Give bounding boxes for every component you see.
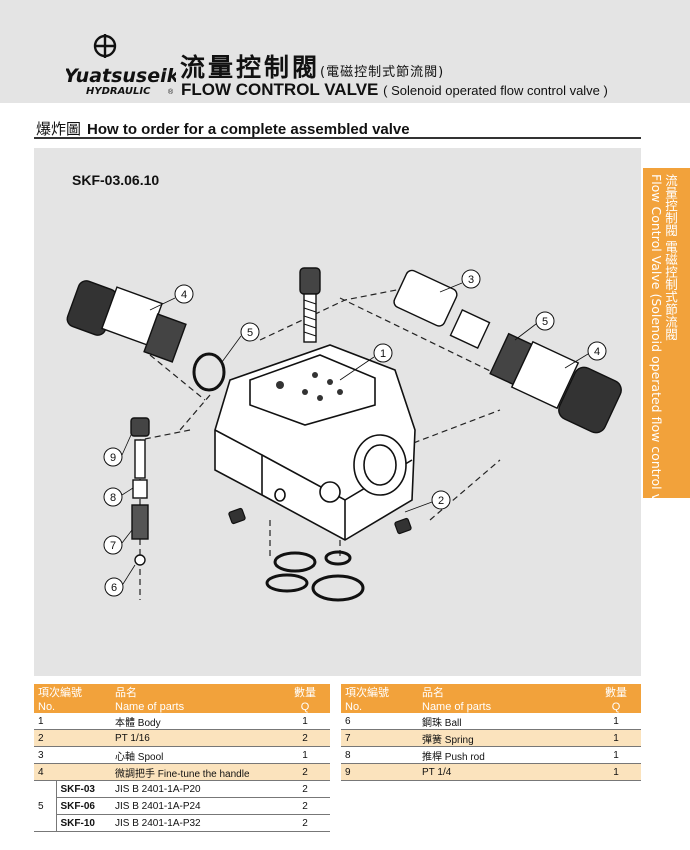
- callout-2: [431, 490, 451, 510]
- svg-text:1: 1: [380, 348, 386, 360]
- th-q-zh: 數量: [591, 684, 641, 700]
- side-tab: [643, 168, 690, 498]
- callout-5a: [240, 322, 260, 342]
- svg-text:5: 5: [542, 316, 548, 328]
- svg-text:2: 2: [438, 495, 444, 507]
- th-no-en: No.: [341, 700, 418, 713]
- th-name-en: Name of parts: [418, 700, 591, 713]
- page-subtitle-zh: (電磁控制式節流閥): [320, 65, 445, 80]
- svg-text:7: 7: [110, 540, 116, 552]
- exploded-diagram: 1 2 3 4 4 5 5 6 7 8 9: [66, 267, 622, 602]
- svg-text:6: 6: [111, 582, 117, 594]
- brand-reg: ®: [168, 88, 174, 96]
- group-no: 5: [34, 780, 56, 832]
- callout-9: [103, 447, 123, 467]
- th-name-en: Name of parts: [111, 700, 280, 713]
- th-no-zh: 項次編號: [34, 684, 111, 700]
- svg-text:3: 3: [468, 274, 474, 286]
- page-subtitle-en: ( Solenoid operated flow control valve ): [383, 83, 608, 98]
- section-divider: [34, 137, 641, 139]
- callout-5b: [535, 311, 555, 331]
- svg-text:5: 5: [247, 327, 253, 339]
- svg-text:4: 4: [594, 346, 600, 358]
- svg-text:8: 8: [110, 492, 116, 504]
- th-q-en: Q: [591, 700, 641, 713]
- callout-8: [103, 487, 123, 507]
- callout-4b: [587, 341, 607, 361]
- brand-sub: HYDRAULIC: [86, 86, 151, 97]
- th-q-zh: 數量: [280, 684, 330, 700]
- th-name-zh: 品名: [418, 684, 591, 700]
- th-no-en: No.: [34, 700, 111, 713]
- th-name-zh: 品名: [111, 684, 280, 700]
- page-title-zh: 流量控制閥(電磁控制式節流閥): [180, 53, 445, 82]
- callout-4a: [174, 284, 194, 304]
- page-title-en: FLOW CONTROL VALVE ( Solenoid operated f…: [181, 80, 608, 99]
- yuatsuseiki-logo: Yuatsuseiki HYDRAULIC ®: [66, 34, 176, 97]
- brand-name: Yuatsuseiki: [66, 65, 176, 87]
- header-band: [0, 0, 690, 103]
- th-no-zh: 項次編號: [341, 684, 418, 700]
- callout-7: [103, 535, 123, 555]
- th-q-en: Q: [280, 700, 330, 713]
- svg-text:9: 9: [110, 452, 116, 464]
- callout-1: [373, 343, 393, 363]
- model-code: SKF-03.06.10: [72, 172, 160, 188]
- callout-6: [104, 577, 124, 597]
- svg-text:4: 4: [181, 289, 187, 301]
- callout-3: [461, 269, 481, 289]
